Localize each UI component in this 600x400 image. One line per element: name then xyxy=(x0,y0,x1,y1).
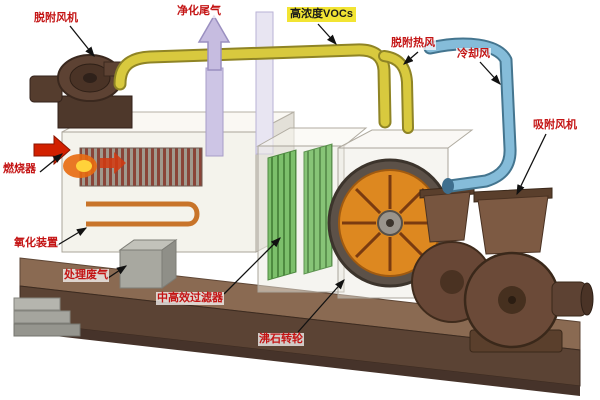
platform-steps xyxy=(13,297,61,311)
filter-panel xyxy=(303,143,333,275)
label-desorption-fan: 脱附风机 xyxy=(33,12,79,25)
waste-gas-duct xyxy=(118,239,178,289)
cooling-pipe-blue xyxy=(425,39,515,191)
voc-pipe-yellow xyxy=(115,45,390,127)
label-oxidation-unit: 氧化装置 xyxy=(13,237,59,250)
label-cooling-air: 冷却风 xyxy=(456,48,491,61)
label-zeolite-rotor: 沸石转轮 xyxy=(258,333,304,346)
label-desorption-hot-air: 脱附热风 xyxy=(390,37,436,50)
up-arrow-icon xyxy=(197,14,231,71)
stack-left xyxy=(205,67,224,157)
hot-air-pipe-yellow xyxy=(380,52,412,132)
label-purified-exhaust: 净化尾气 xyxy=(176,5,222,18)
label-adsorption-fan: 吸附风机 xyxy=(532,119,578,132)
filter-panel xyxy=(267,149,297,281)
label-filter: 中高效过滤器 xyxy=(156,292,224,305)
oxidation-chamber xyxy=(33,111,295,253)
label-burner: 燃烧器 xyxy=(2,163,37,176)
desorption-fan-unit xyxy=(29,54,133,129)
stack-right xyxy=(255,11,274,155)
label-waste-gas-inlet: 处理废气 xyxy=(63,269,109,282)
heat-exchanger-tubes xyxy=(79,147,203,187)
cooling-pipe-opening xyxy=(442,178,454,194)
burner-coil xyxy=(86,201,200,227)
leader-arrows xyxy=(39,23,547,333)
adsorption-fan-front xyxy=(463,187,594,353)
label-high-concentration-vocs: 高浓度VOCs xyxy=(287,7,356,22)
